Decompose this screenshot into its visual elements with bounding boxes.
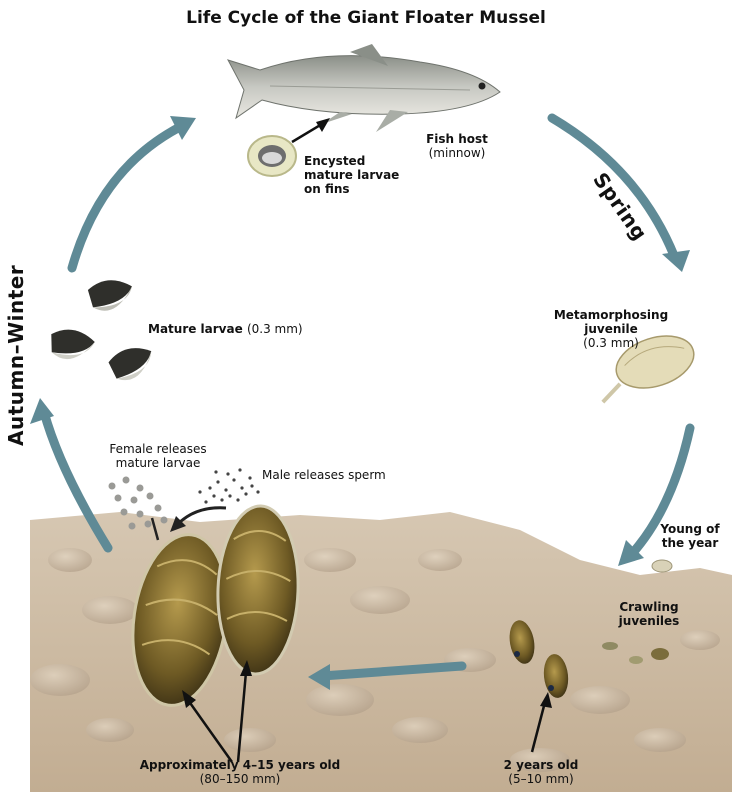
mature-larvae-name: Mature larvae — [148, 322, 243, 336]
crawling-line1: Crawling — [604, 600, 694, 614]
diagram-title: Life Cycle of the Giant Floater Mussel — [0, 8, 732, 28]
encysted-line1: Encysted — [304, 154, 399, 168]
metamorphosing-size: (0.3 mm) — [546, 336, 676, 350]
fish-host-name: Fish host — [412, 132, 502, 146]
arrow-top-left — [72, 128, 178, 268]
encysted-larva — [248, 136, 296, 176]
two-year-label: 2 years old (5–10 mm) — [486, 758, 596, 786]
adult-size-text: (80–150 mm) — [120, 772, 360, 786]
crawling-line2: juveniles — [604, 614, 694, 628]
mature-larvae-label: Mature larvae (0.3 mm) — [148, 322, 303, 336]
male-release-label: Male releases sperm — [262, 468, 386, 482]
adult-age-label: Approximately 4–15 years old (80–150 mm) — [120, 758, 360, 786]
minnow-fish — [228, 44, 500, 132]
metamorphosing-line2: juvenile — [546, 322, 676, 336]
young-line1: Young of — [648, 522, 732, 536]
female-line2: mature larvae — [98, 456, 218, 470]
female-line1: Female releases — [98, 442, 218, 456]
encysted-line2: mature larvae — [304, 168, 399, 182]
mature-larvae-size: (0.3 mm) — [247, 322, 303, 336]
two-year-size: (5–10 mm) — [486, 772, 596, 786]
metamorphosing-line1: Metamorphosing — [546, 308, 676, 322]
fish-host-detail: (minnow) — [412, 146, 502, 160]
encysted-label: Encysted mature larvae on fins — [304, 154, 399, 196]
metamorphosing-label: Metamorphosing juvenile (0.3 mm) — [546, 308, 676, 350]
female-release-label: Female releases mature larvae — [98, 442, 218, 470]
season-autumn-winter: Autumn–Winter — [4, 265, 28, 446]
two-year-text: 2 years old — [486, 758, 596, 772]
fish-host-label: Fish host (minnow) — [412, 132, 502, 160]
young-of-year-mussel — [652, 560, 672, 572]
encysted-pointer — [292, 124, 322, 142]
adult-age-text: Approximately 4–15 years old — [120, 758, 360, 772]
crawling-juveniles-label: Crawling juveniles — [604, 600, 694, 628]
young-line2: the year — [648, 536, 732, 550]
sperm-cloud — [198, 468, 259, 503]
encysted-line3: on fins — [304, 182, 399, 196]
larvae-group — [49, 276, 158, 384]
young-of-year-label: Young of the year — [648, 522, 732, 550]
